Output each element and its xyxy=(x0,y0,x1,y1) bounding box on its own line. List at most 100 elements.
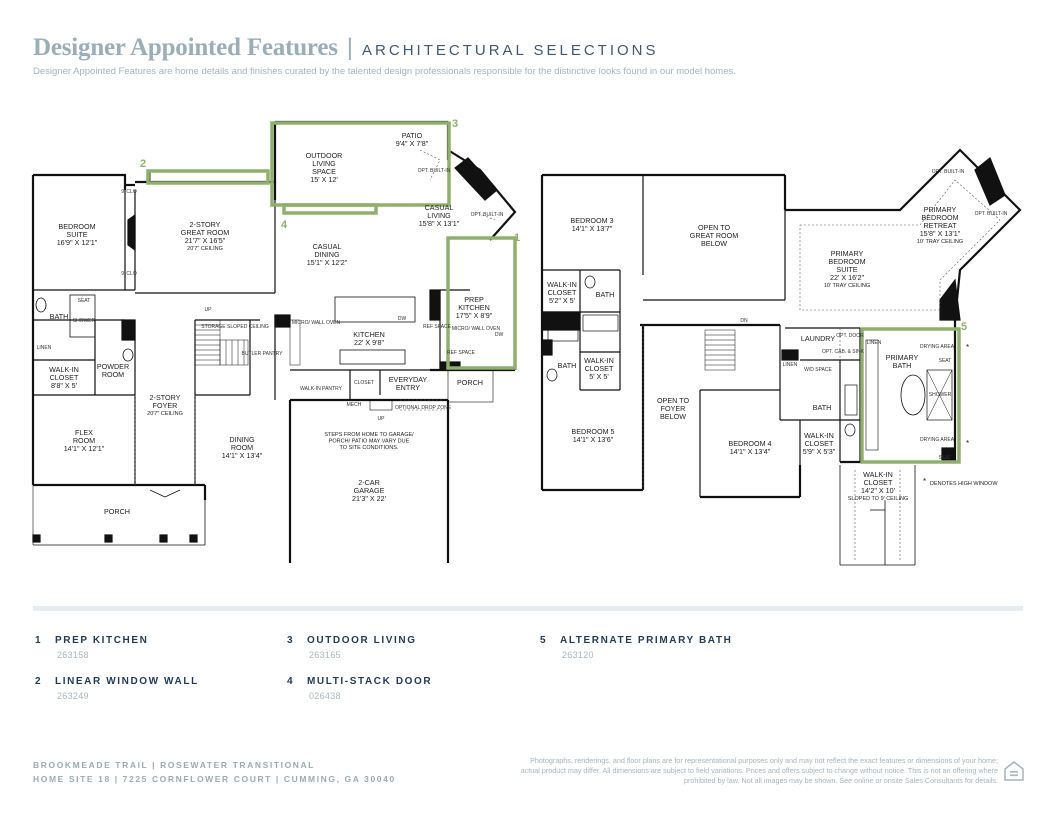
svg-text:9' CLO: 9' CLO xyxy=(121,271,137,277)
svg-text:OPT. BUILT-IN: OPT. BUILT-IN xyxy=(471,212,504,218)
first-floor-plan xyxy=(31,120,517,563)
svg-text:SEAT: SEAT xyxy=(78,298,91,304)
feature-code: 263165 xyxy=(309,650,341,660)
feature-item: 1 PREP KITCHEN 263158 xyxy=(35,635,148,660)
svg-text:OPT. BUILT-IN: OPT. BUILT-IN xyxy=(418,168,451,174)
svg-text:OPT. BUILT-IN: OPT. BUILT-IN xyxy=(975,211,1008,217)
svg-text:*: * xyxy=(966,439,969,448)
svg-text:WALK-IN PANTRY: WALK-IN PANTRY xyxy=(300,386,343,392)
page-subtitle: ARCHITECTURAL SELECTIONS xyxy=(362,42,659,59)
svg-text:MECH: MECH xyxy=(347,402,362,408)
marker-1: 1 xyxy=(514,232,520,244)
first-floor-markers: 1 2 3 4 xyxy=(140,118,520,244)
svg-text:SHOWER: SHOWER xyxy=(929,392,952,398)
feature-name: MULTI-STACK DOOR xyxy=(307,676,433,687)
feature-code: 263120 xyxy=(562,650,594,660)
svg-text:OPT. CAB. & SINK: OPT. CAB. & SINK xyxy=(822,349,865,355)
second-floor-markers: 5 xyxy=(961,321,967,333)
equal-housing-icon xyxy=(1004,761,1024,781)
svg-text:DRYING AREA: DRYING AREA xyxy=(920,437,955,443)
svg-text:LINEN: LINEN xyxy=(783,362,798,368)
svg-text:BEDROOM 514'1" X 13'6": BEDROOM 514'1" X 13'6" xyxy=(571,427,614,444)
svg-text:STEPS FROM HOME TO GARAGE/PORC: STEPS FROM HOME TO GARAGE/PORCH/ PATIO M… xyxy=(324,432,414,451)
title-separator: | xyxy=(346,34,354,61)
feature-name: ALTERNATE PRIMARY BATH xyxy=(560,635,733,646)
feature-name: LINEAR WINDOW WALL xyxy=(55,676,199,687)
svg-text:PORCH: PORCH xyxy=(457,378,483,387)
svg-text:UP: UP xyxy=(378,416,386,422)
divider xyxy=(33,606,1023,611)
svg-text:BATH: BATH xyxy=(596,290,615,299)
feature-number: 1 xyxy=(35,635,43,646)
svg-text:CLOSET: CLOSET xyxy=(354,380,374,386)
svg-text:BUTLER PANTRY: BUTLER PANTRY xyxy=(242,351,284,357)
svg-text:UP: UP xyxy=(205,307,213,313)
svg-text:STORAGE SLOPED CEILING: STORAGE SLOPED CEILING xyxy=(201,324,269,330)
feature-code: 026438 xyxy=(309,691,341,701)
svg-text:REF SPACE: REF SPACE xyxy=(423,324,452,330)
feature-number: 2 xyxy=(35,676,43,687)
svg-text:DW: DW xyxy=(495,332,504,338)
marker-3: 3 xyxy=(452,118,458,130)
svg-text:MICRO/ WALL OVEN: MICRO/ WALL OVEN xyxy=(292,320,341,326)
svg-text:OPT. DOOR: OPT. DOOR xyxy=(836,333,864,339)
svg-text:*: * xyxy=(966,343,969,352)
svg-text:DW: DW xyxy=(398,316,407,322)
svg-text:BATH: BATH xyxy=(50,312,69,321)
svg-text:W/D SPACE: W/D SPACE xyxy=(804,367,832,373)
svg-text:BEDROOM 314'1" X 13'7": BEDROOM 314'1" X 13'7" xyxy=(570,216,613,233)
svg-text:BEDROOM 414'1" X 13'4": BEDROOM 414'1" X 13'4" xyxy=(728,439,771,456)
feature-number: 4 xyxy=(287,676,295,687)
community-name: BROOKMEADE TRAIL | ROSEWATER TRANSITIONA… xyxy=(33,760,316,770)
footer-address-block: BROOKMEADE TRAIL | ROSEWATER TRANSITIONA… xyxy=(33,758,396,786)
svg-text:DRYING AREA: DRYING AREA xyxy=(920,344,955,350)
feature-code: 263249 xyxy=(57,691,89,701)
svg-text:PORCH: PORCH xyxy=(104,507,130,516)
first-floor-small-labels: 9' CLO 9' CLO SEAT SHOWER LINEN STORAGE … xyxy=(37,168,504,422)
page-header: Designer Appointed Features | ARCHITECTU… xyxy=(33,34,659,62)
svg-text:LINEN: LINEN xyxy=(37,345,52,351)
high-window-legend: * * * DENOTES HIGH WINDOW xyxy=(923,343,998,487)
svg-text:SEAT: SEAT xyxy=(939,358,952,364)
svg-text:SEAT: SEAT xyxy=(939,455,952,461)
intro-text: Designer Appointed Features are home det… xyxy=(33,66,736,77)
feature-number: 5 xyxy=(540,635,548,646)
svg-text:MICRO/ WALL OVEN: MICRO/ WALL OVEN xyxy=(452,326,501,332)
marker-4: 4 xyxy=(281,219,288,231)
marker-2: 2 xyxy=(140,158,146,170)
svg-text:BATH: BATH xyxy=(813,403,832,412)
svg-text:BATH: BATH xyxy=(558,361,577,370)
home-site-address: HOME SITE 18 | 7225 CORNFLOWER COURT | C… xyxy=(33,774,396,784)
feature-code: 263158 xyxy=(57,650,89,660)
second-floor-plan xyxy=(540,148,1022,566)
svg-text:LINEN: LINEN xyxy=(867,340,882,346)
feature-name: PREP KITCHEN xyxy=(55,635,149,646)
svg-text:LAUNDRY: LAUNDRY xyxy=(801,334,835,343)
page-title: Designer Appointed Features xyxy=(33,34,338,61)
marker-5: 5 xyxy=(961,321,967,333)
feature-number: 3 xyxy=(287,635,295,646)
feature-item: 5 ALTERNATE PRIMARY BATH 263120 xyxy=(540,635,732,660)
